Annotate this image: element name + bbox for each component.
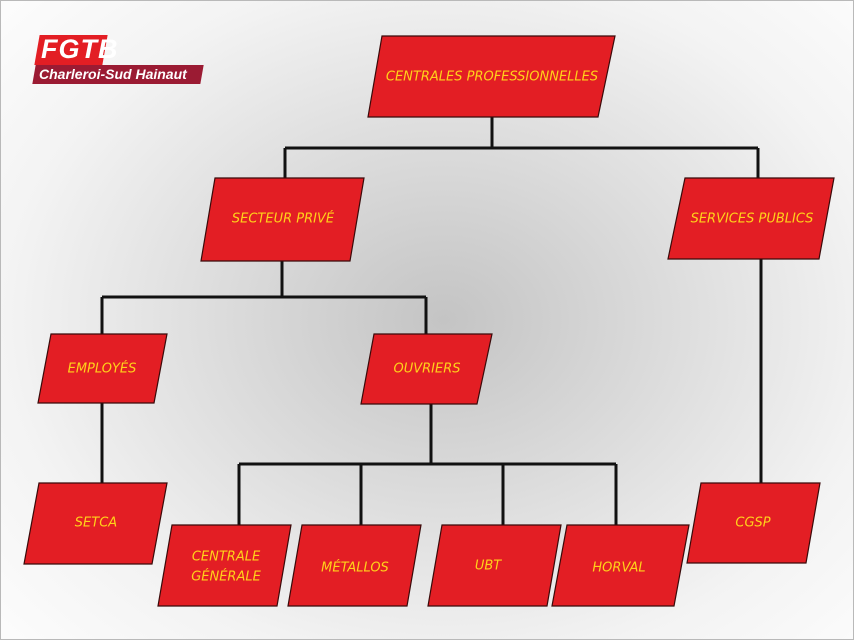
node-ouvriers: OUVRIERS [360, 333, 493, 405]
node-secteur-prive: SECTEUR PRIVÉ [200, 177, 365, 262]
node-label-cgsp: CGSP [735, 516, 770, 531]
connectors [100, 117, 763, 525]
node-setca: SETCA [23, 482, 168, 565]
node-label-setca: SETCA [75, 516, 117, 531]
node-label-ouvriers: OUVRIERS [393, 362, 460, 377]
node-label-publics: SERVICES PUBLICS [691, 212, 814, 227]
node-label-horval: HORVAL [592, 561, 645, 576]
node-label-prive: SECTEUR PRIVÉ [232, 211, 335, 227]
logo-region: Charleroi-Sud Hainaut [39, 66, 187, 82]
fgtb-logo: FGTB Charleroi-Sud Hainaut [32, 34, 204, 87]
node-employes: EMPLOYÉS [37, 333, 168, 404]
node-label-generale-line2: GÉNÉRALE [191, 569, 261, 585]
node-label-employes: EMPLOYÉS [68, 361, 137, 377]
connector-ouvriers [237, 404, 618, 525]
node-metallos: MÉTALLOS [287, 524, 422, 607]
node-cgsp: CGSP [686, 482, 821, 564]
node-services-publics: SERVICES PUBLICS [667, 177, 835, 260]
node-centrales-professionnelles: CENTRALES PROFESSIONNELLES [367, 35, 616, 118]
connector-centrales [283, 117, 760, 178]
node-horval: HORVAL [551, 524, 690, 607]
node-label-centrales: CENTRALES PROFESSIONNELLES [386, 70, 598, 85]
connector-prive [100, 261, 428, 334]
node-label-generale-line1: CENTRALE [192, 550, 261, 565]
node-ubt: UBT [427, 524, 562, 607]
logo-wordmark: FGTB [41, 34, 119, 64]
node-centrale-generale: CENTRALE GÉNÉRALE [157, 524, 292, 607]
node-label-ubt: UBT [475, 559, 502, 574]
node-label-metallos: MÉTALLOS [321, 560, 389, 576]
